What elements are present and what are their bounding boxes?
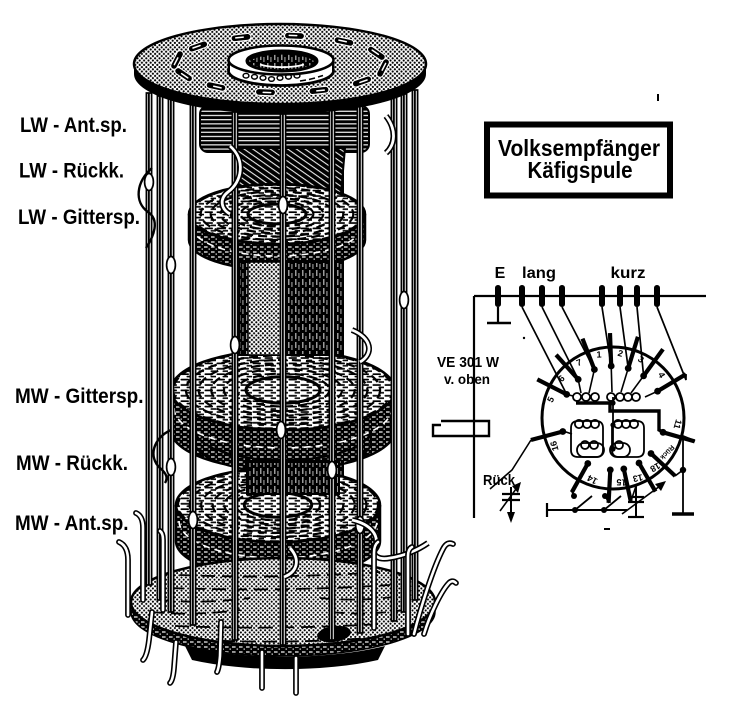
svg-text:Volksempfänger: Volksempfänger	[498, 135, 660, 161]
svg-text:MW - Ant.sp.: MW - Ant.sp.	[15, 512, 129, 535]
svg-text:7: 7	[575, 357, 583, 368]
svg-text:lang: lang	[522, 265, 556, 282]
svg-text:14: 14	[586, 473, 600, 487]
svg-text:VE 301 W: VE 301 W	[437, 354, 500, 371]
svg-text:v. oben: v. oben	[444, 371, 490, 387]
svg-text:LW - Gittersp.: LW - Gittersp.	[18, 206, 140, 229]
svg-text:LW - Ant.sp.: LW - Ant.sp.	[20, 114, 127, 137]
svg-text:4: 4	[656, 370, 667, 379]
svg-text:6: 6	[556, 373, 566, 384]
svg-text:5: 5	[545, 395, 556, 404]
svg-text:3: 3	[636, 354, 646, 365]
svg-text:1: 1	[596, 350, 601, 360]
svg-text:Käfigspule: Käfigspule	[528, 157, 633, 183]
svg-text:Rück: Rück	[483, 472, 516, 489]
svg-text:11: 11	[672, 418, 684, 430]
svg-text:13: 13	[632, 472, 644, 484]
svg-text:2: 2	[617, 348, 625, 359]
svg-text:LW - Rückk.: LW - Rückk.	[19, 160, 124, 183]
svg-text:E: E	[495, 265, 506, 282]
svg-text:MW - Rückk.: MW - Rückk.	[16, 452, 128, 475]
svg-text:kurz: kurz	[611, 265, 646, 282]
svg-text:16: 16	[548, 440, 560, 452]
svg-text:15: 15	[616, 477, 627, 488]
svg-text:18: 18	[648, 461, 662, 475]
svg-text:MW - Gittersp.: MW - Gittersp.	[15, 385, 144, 408]
